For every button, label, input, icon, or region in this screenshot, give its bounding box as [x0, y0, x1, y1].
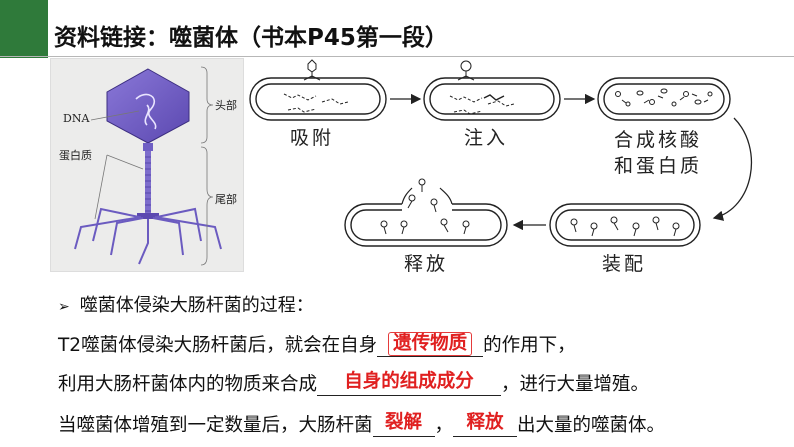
phage-photo: DNA 蛋白质 头部 尾部 — [50, 58, 244, 272]
line1-pre: T2噬菌体侵染大肠杆菌后，就会在自身 — [58, 335, 378, 356]
cell-adsorb — [249, 59, 387, 121]
line3-post: 出大量的噬菌体。 — [517, 415, 666, 436]
line1-post: 的作用下， — [483, 335, 576, 356]
step-label-synth-line2: 和蛋白质 — [614, 155, 703, 177]
text-line-3: 当噬菌体增殖到一定数量后，大肠杆菌裂解 ， 释放出大量的噬菌体。 — [58, 411, 665, 437]
head-label: 头部 — [215, 99, 237, 112]
dna-label: DNA — [63, 112, 90, 125]
bullet-text: 噬菌体侵染大肠杆菌的过程： — [79, 295, 314, 316]
bullet-heading: ➢ 噬菌体侵染大肠杆菌的过程： — [58, 291, 314, 317]
text-line-1: T2噬菌体侵染大肠杆菌后，就会在自身遗传物质的作用下， — [58, 331, 576, 357]
answer-4: 释放 — [462, 412, 508, 434]
slide-title: 资料链接：噬菌体（书本P45第一段） — [54, 25, 448, 51]
bullet-arrow-icon: ➢ — [58, 299, 70, 315]
title-divider — [0, 56, 794, 57]
answer-2: 自身的组成成分 — [340, 371, 478, 393]
answer-blank-3: 裂解 — [372, 412, 435, 437]
tail-label: 尾部 — [215, 193, 237, 206]
answer-blank-4: 释放 — [453, 412, 518, 437]
line2-post: ，进行大量增殖。 — [501, 374, 650, 395]
answer-blank-2: 自身的组成成分 — [317, 371, 502, 396]
line3-mid: ， — [434, 415, 454, 436]
cell-assemble — [549, 203, 701, 247]
answer-blank-1: 遗传物质 — [377, 332, 484, 357]
step-label-inject: 注入 — [464, 127, 509, 149]
cell-inject — [423, 60, 561, 121]
line2-pre: 利用大肠杆菌体内的物质来合成 — [58, 374, 318, 395]
step-label-synth-line1: 合成核酸 — [614, 129, 703, 151]
cell-synthesis — [597, 77, 731, 121]
answer-1: 遗传物质 — [388, 332, 473, 356]
phage-illustration — [74, 66, 222, 266]
text-line-2: 利用大肠杆菌体内的物质来合成 自身的组成成分 ，进行大量增殖。 — [58, 370, 649, 396]
cell-release — [344, 178, 508, 247]
step-label-release: 释放 — [404, 253, 449, 275]
protein-label: 蛋白质 — [59, 149, 92, 162]
answer-3: 裂解 — [381, 412, 427, 434]
step-label-assemble: 装配 — [602, 253, 647, 275]
title-accent-block — [0, 0, 48, 58]
step-label-adsorb: 吸附 — [290, 127, 335, 149]
line3-pre: 当噬菌体增殖到一定数量后，大肠杆菌 — [58, 415, 373, 436]
